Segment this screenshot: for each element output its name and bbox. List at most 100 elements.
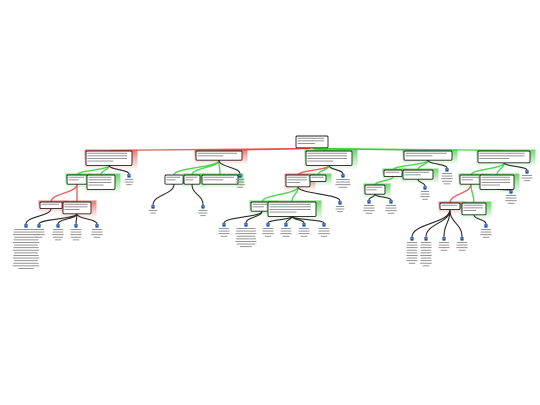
node-c4a1s1[interactable] [363, 200, 375, 214]
source-icon-line [239, 174, 241, 176]
source-text-line [14, 236, 38, 238]
source-text-line [505, 197, 517, 199]
node-c4[interactable] [402, 149, 458, 165]
source-text-line [218, 233, 230, 235]
node-c3a2s1[interactable] [262, 223, 274, 237]
con-box [39, 201, 63, 210]
node-c5c[interactable] [521, 170, 533, 182]
node-c1a1s[interactable] [12, 224, 40, 269]
node-c1a2s3[interactable] [70, 224, 82, 241]
box-text-line [441, 204, 458, 206]
source-text-line [239, 246, 253, 248]
node-c1a2s4[interactable] [91, 224, 103, 238]
node-c2b[interactable] [182, 173, 206, 189]
node-c2c[interactable] [200, 173, 244, 189]
node-c5a1[interactable] [438, 201, 466, 215]
node-c3a3[interactable] [335, 201, 345, 213]
node-c1[interactable] [84, 149, 138, 170]
source-document-icon [389, 200, 393, 204]
source-text-line [236, 228, 256, 229]
source-text-line [338, 186, 348, 188]
source-text-line [300, 235, 308, 237]
node-c2as[interactable] [148, 205, 158, 214]
pro-box [309, 174, 327, 183]
source-icon-line [443, 237, 445, 239]
source-text-line [420, 255, 432, 256]
node-c2a[interactable] [164, 174, 184, 185]
node-c3a2s3[interactable] [298, 223, 310, 237]
source-document-icon [56, 224, 60, 228]
source-text-line [91, 229, 103, 230]
source-text-line [70, 229, 82, 230]
node-c5a2[interactable] [460, 201, 492, 220]
node-c3a2[interactable] [266, 200, 322, 221]
node-c1c[interactable] [124, 174, 134, 186]
box-text-line [166, 179, 176, 181]
node-c4a1[interactable] [363, 183, 391, 199]
node-c3a1s1[interactable] [218, 223, 230, 237]
node-c5a1s2[interactable] [420, 237, 432, 267]
node-c4b[interactable] [401, 168, 439, 184]
node-c1a2[interactable] [61, 200, 97, 219]
node-c4a[interactable] [382, 168, 408, 182]
source-text-line [440, 249, 448, 251]
node-c2bs[interactable] [198, 205, 208, 217]
source-icon-line [424, 186, 426, 188]
node-c5a1s1[interactable] [406, 237, 418, 264]
source-text-line [54, 239, 62, 241]
source-document-icon [127, 174, 131, 178]
node-c5bs[interactable] [505, 190, 517, 204]
box-text-line [87, 152, 128, 154]
box-text-line [88, 179, 112, 181]
box-text-line [88, 182, 112, 183]
box-text-line [203, 179, 224, 181]
source-text-line [235, 179, 245, 180]
node-c4a1s2[interactable] [385, 200, 397, 214]
con-box [62, 201, 92, 215]
source-text-line [198, 212, 208, 214]
node-c3[interactable] [304, 149, 358, 170]
source-text-line [320, 235, 328, 237]
box-text-line [481, 179, 511, 181]
node-c3a[interactable] [284, 173, 316, 192]
node-root[interactable] [295, 135, 329, 149]
node-c3b[interactable] [335, 174, 351, 188]
box-text-line [203, 176, 234, 178]
node-c3c[interactable] [308, 173, 332, 187]
source-text-line [385, 205, 397, 206]
node-c3a1s2[interactable] [235, 223, 257, 248]
box-text-line [68, 176, 85, 178]
node-c2d[interactable] [235, 174, 245, 188]
source-text-line [420, 257, 432, 259]
node-c1a2s2[interactable] [52, 224, 64, 241]
source-text-line [523, 180, 531, 182]
node-c3a2s4[interactable] [318, 223, 330, 237]
source-text-line [406, 255, 418, 256]
node-c2[interactable] [194, 149, 248, 165]
source-text-line [218, 230, 230, 232]
node-c5[interactable] [476, 149, 536, 168]
node-c5a2s[interactable] [480, 224, 492, 238]
box-text-line [64, 203, 88, 205]
source-text-line [385, 210, 397, 212]
box-text-line [481, 176, 511, 178]
node-c5a1s4[interactable] [456, 237, 468, 251]
node-c5a1s3[interactable] [438, 237, 450, 251]
node-c1a2s1[interactable] [33, 224, 45, 238]
node-c4c[interactable] [441, 168, 453, 185]
box-text-line [185, 179, 194, 181]
source-icon-line [57, 224, 59, 226]
source-text-line [12, 257, 40, 259]
box-text-line [461, 179, 473, 181]
node-c1b[interactable] [85, 173, 121, 194]
node-c3a2s2[interactable] [280, 223, 292, 237]
source-icon-line [303, 223, 305, 225]
node-c5b[interactable] [478, 173, 520, 194]
source-text-line [521, 177, 533, 179]
node-c4bs[interactable] [420, 186, 430, 200]
source-text-line [438, 247, 450, 249]
connector-c2a-c2as [152, 184, 175, 206]
node-c1a1[interactable] [38, 200, 68, 214]
